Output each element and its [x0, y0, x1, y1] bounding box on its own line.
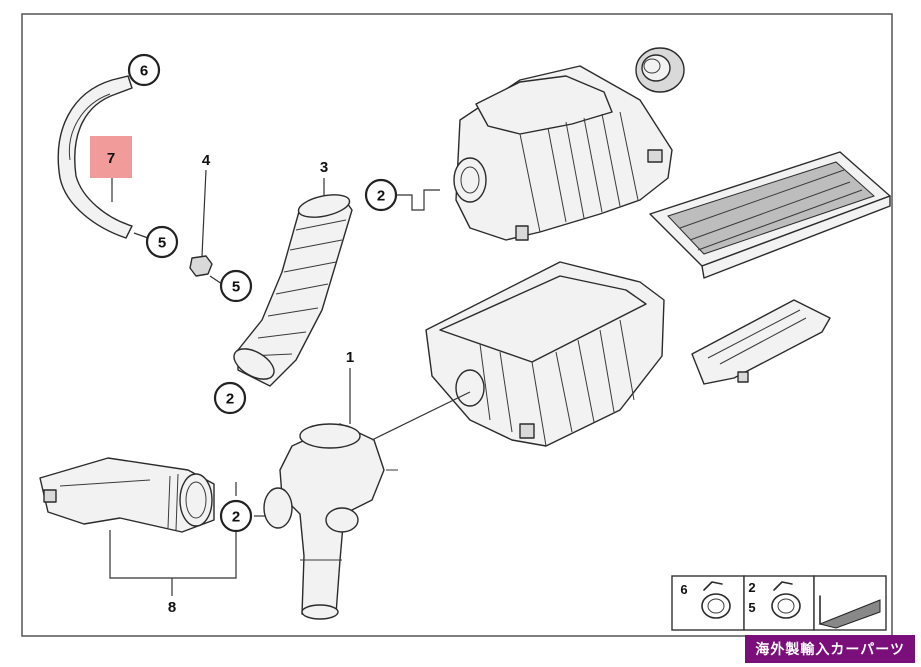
callout-7-label: 7 — [107, 150, 115, 167]
legend-clamp-box-1: 6 — [671, 575, 745, 631]
upper-housing-part — [453, 65, 673, 241]
filter-cover-part — [691, 299, 831, 385]
callout-2-bottom: 2 — [219, 499, 253, 533]
callout-8: 8 — [168, 599, 176, 616]
air-filter-part — [649, 151, 891, 279]
callout-3: 3 — [320, 159, 328, 176]
callout-4: 4 — [202, 152, 211, 169]
callout-6-label: 6 — [140, 63, 148, 80]
callout-1-label: 1 — [346, 349, 354, 366]
diagram-frame — [21, 13, 893, 637]
hose-part — [57, 75, 133, 239]
callout-2-top: 2 — [364, 178, 398, 212]
callout-2-middle-label: 2 — [226, 391, 234, 408]
clip-part — [189, 255, 213, 277]
callout-2-top-label: 2 — [377, 188, 385, 205]
legend-box-2-label-bottom: 5 — [748, 600, 755, 615]
callout-4-label: 4 — [202, 152, 211, 169]
legend-box-1-label: 6 — [680, 582, 687, 597]
callout-7: 7 — [90, 136, 132, 178]
callout-5-upper: 5 — [145, 225, 179, 259]
callout-3-label: 3 — [320, 159, 328, 176]
legend-wedge-box — [813, 575, 887, 631]
callout-6: 6 — [127, 53, 161, 87]
lower-housing-part — [425, 261, 665, 447]
legend-box-2-label-top: 2 — [748, 580, 755, 595]
callout-8-label: 8 — [168, 599, 176, 616]
callout-2-middle: 2 — [213, 381, 247, 415]
legend-clamp-box-2: 2 5 — [743, 575, 815, 631]
grommet-part — [635, 47, 685, 93]
bellows-part — [233, 194, 353, 387]
callout-5-upper-label: 5 — [158, 235, 166, 252]
callout-1: 1 — [346, 349, 354, 366]
air-duct-part — [39, 457, 215, 533]
watermark-banner: 海外製輸入カーパーツ — [745, 635, 915, 663]
intake-pipe-part — [263, 423, 398, 620]
callout-5-lower-label: 5 — [232, 279, 240, 296]
callout-5-lower: 5 — [219, 269, 253, 303]
callout-2-bottom-label: 2 — [232, 509, 240, 526]
